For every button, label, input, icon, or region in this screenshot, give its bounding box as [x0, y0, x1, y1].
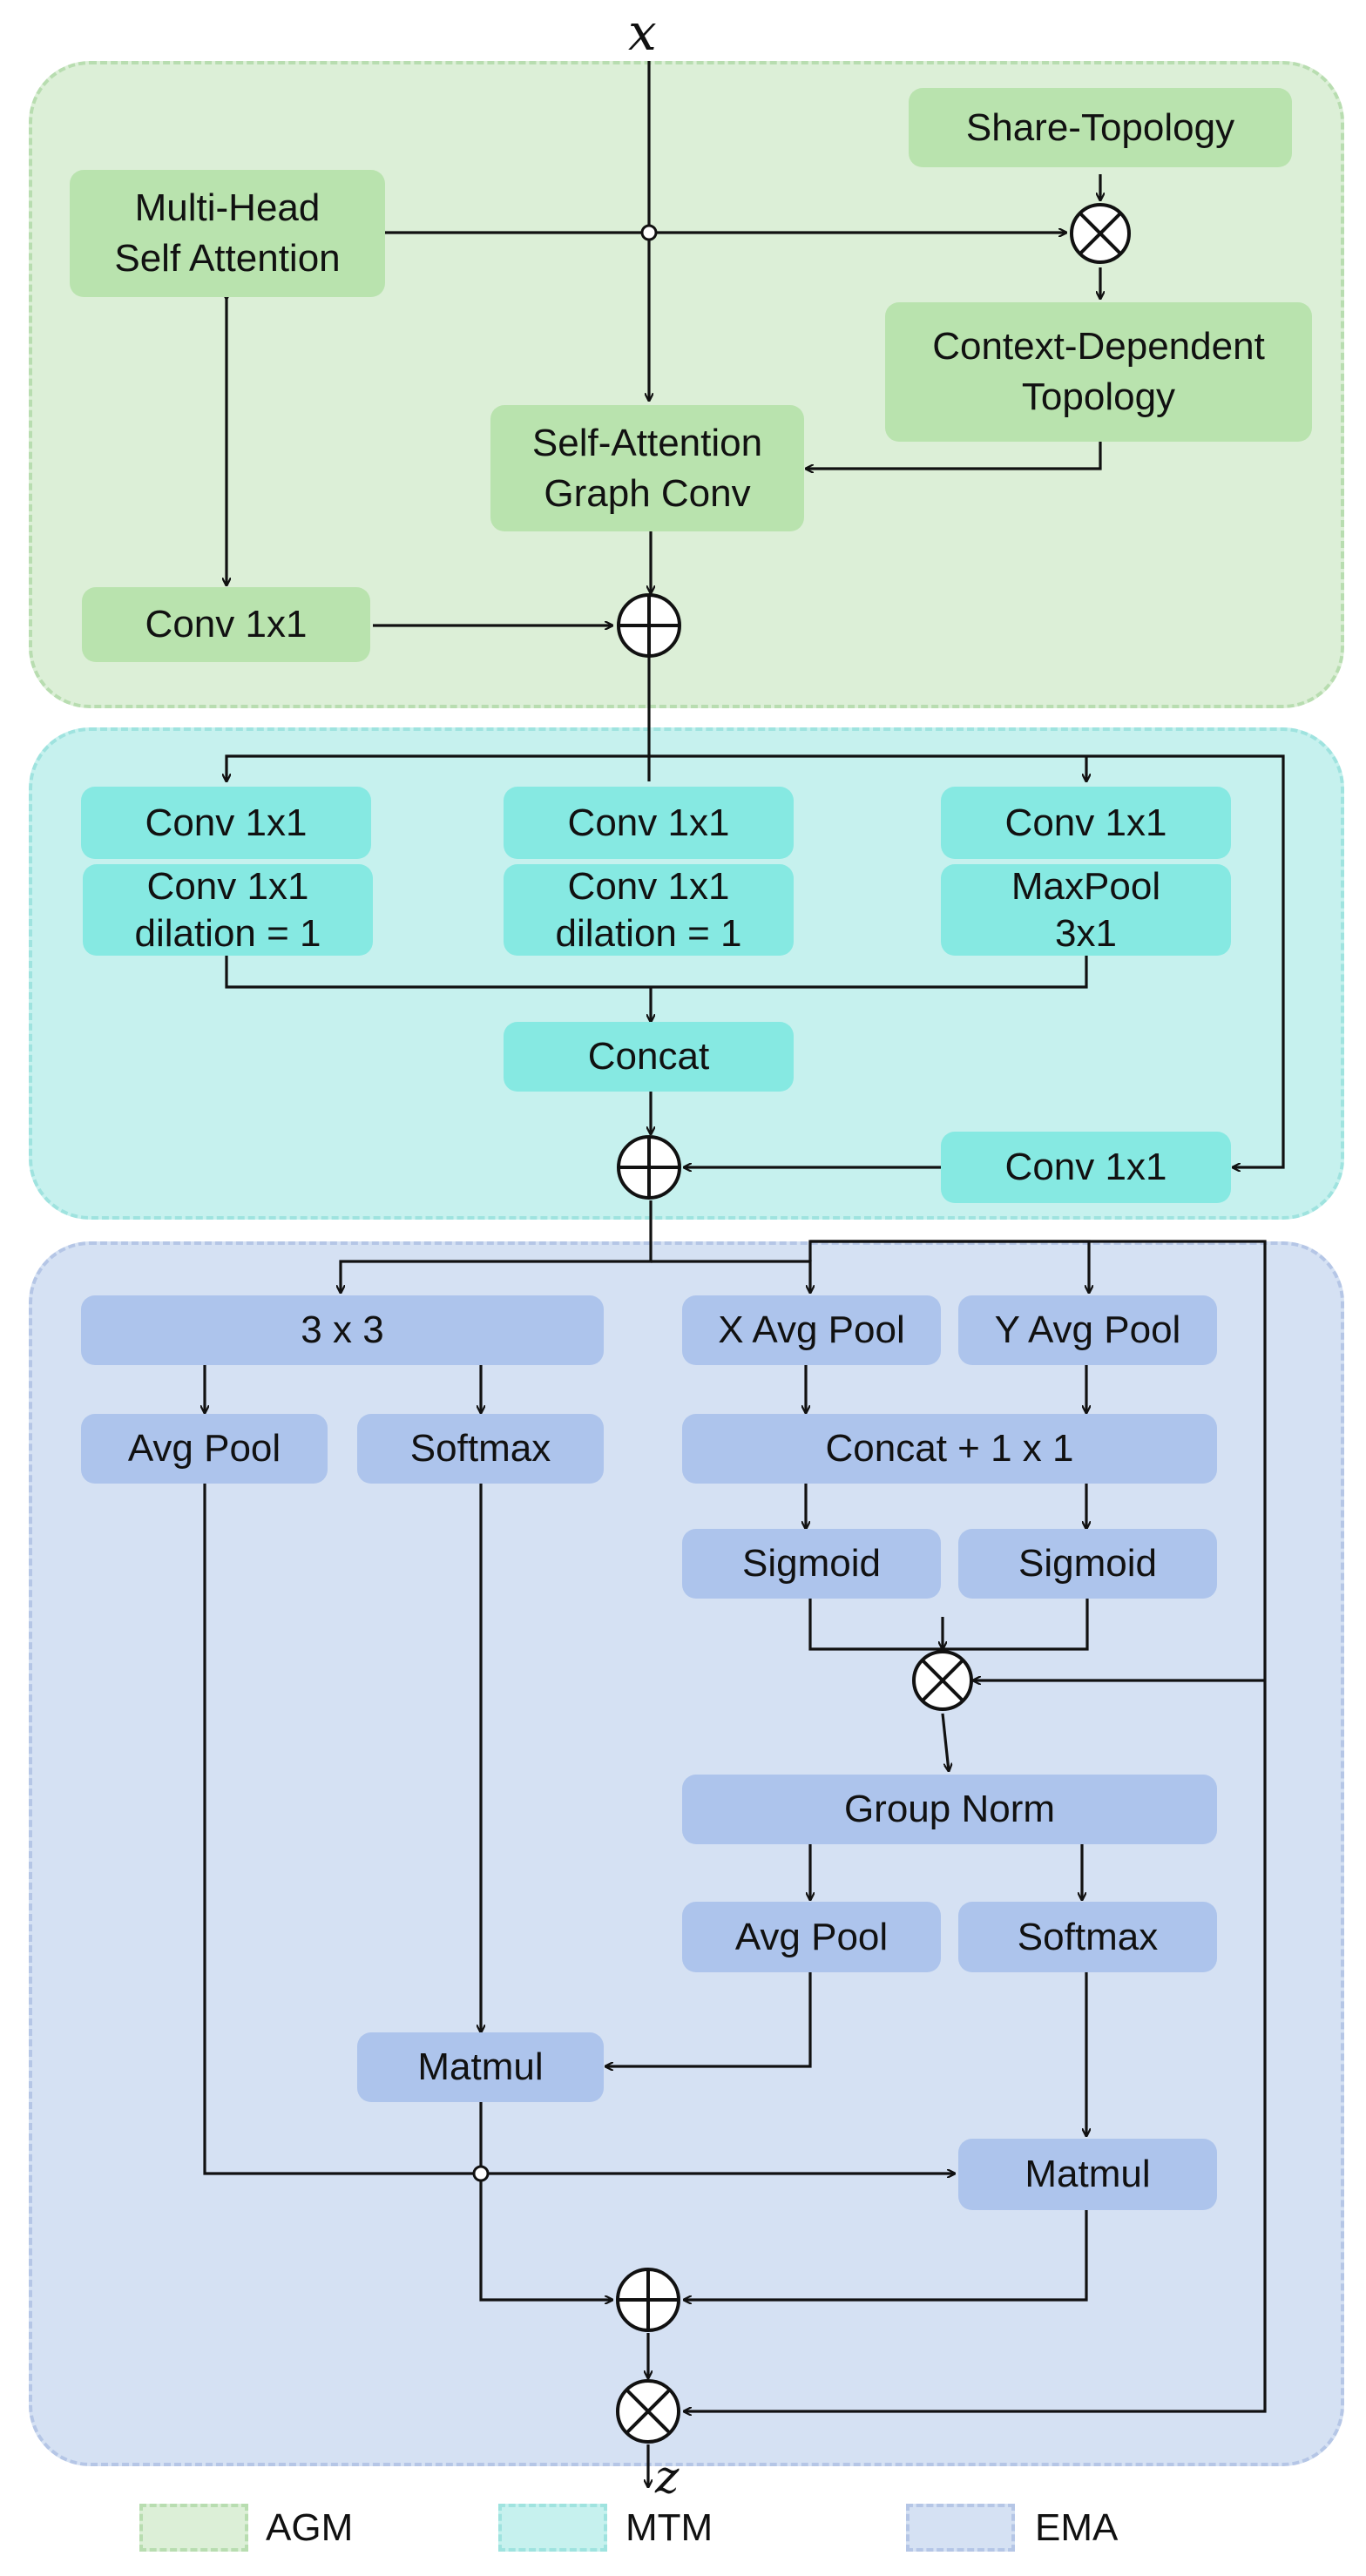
mtm-maxpool-line1: MaxPool [1011, 864, 1161, 908]
share-topology-box: Share-Topology [909, 88, 1292, 167]
legend-swatch-ema [906, 2504, 1015, 2552]
self-attention-graph-conv-box: Self-Attention Graph Conv [490, 405, 804, 531]
ema-conv3x3-box: 3 x 3 [81, 1295, 604, 1365]
ema-y-avg-pool-label: Y Avg Pool [994, 1308, 1181, 1351]
add-operator-agm [617, 593, 681, 658]
ema-avgpool-right-box: Avg Pool [682, 1902, 941, 1972]
ema-softmax-right-box: Softmax [958, 1902, 1217, 1972]
mtm-branch2-dilated-line1: Conv 1x1 [567, 864, 730, 908]
mtm-branch1-conv-box: Conv 1x1 [81, 787, 371, 859]
ema-matmul-right-box: Matmul [958, 2139, 1217, 2210]
input-x-label: x [628, 3, 657, 62]
multi-head-line1: Multi-Head [134, 186, 321, 229]
context-dependent-line1: Context-Dependent [932, 325, 1265, 368]
multi-head-line2: Self Attention [114, 237, 341, 280]
mtm-maxpool-line2: 3x1 [1055, 911, 1117, 955]
mtm-branch3-conv-box: Conv 1x1 [941, 787, 1231, 859]
ema-sigmoid-y-label: Sigmoid [1018, 1542, 1157, 1585]
context-dependent-line2: Topology [1021, 375, 1176, 418]
ema-softmax-left-box: Softmax [357, 1414, 604, 1484]
ema-avgpool-left-box: Avg Pool [81, 1414, 328, 1484]
ema-junction-dot [472, 2165, 490, 2182]
agm-junction-dot [640, 224, 658, 241]
mtm-branch2-conv-box: Conv 1x1 [504, 787, 794, 859]
mtm-branch1-conv-label: Conv 1x1 [145, 801, 308, 844]
ema-sigmoid-x-label: Sigmoid [742, 1542, 881, 1585]
legend-swatch-mtm [498, 2504, 607, 2552]
mtm-concat-box: Concat [504, 1022, 794, 1092]
mtm-branch2-dilated-conv-box: Conv 1x1 dilation = 1 [504, 864, 794, 956]
mtm-branch1-dilated-line1: Conv 1x1 [146, 864, 309, 908]
mtm-residual-conv-box: Conv 1x1 [941, 1132, 1231, 1203]
ema-matmul-left-box: Matmul [357, 2032, 604, 2102]
ema-matmul-left-label: Matmul [417, 2045, 544, 2088]
ema-avgpool-left-label: Avg Pool [127, 1427, 281, 1470]
legend-label-ema: EMA [1035, 2506, 1119, 2549]
output-z-label: z [655, 2451, 680, 2504]
ema-softmax-right-label: Softmax [1017, 1915, 1159, 1958]
legend-label-agm: AGM [266, 2506, 354, 2549]
context-dependent-topology-box: Context-Dependent Topology [885, 302, 1312, 442]
ema-avgpool-right-label: Avg Pool [734, 1915, 889, 1958]
sagc-line2: Graph Conv [544, 471, 751, 515]
mtm-branch3-conv-label: Conv 1x1 [1004, 801, 1167, 844]
share-topology-label: Share-Topology [965, 105, 1235, 149]
ema-conv3x3-label: 3 x 3 [301, 1308, 384, 1351]
ema-x-avg-pool-box: X Avg Pool [682, 1295, 941, 1365]
ema-concat-1x1-box: Concat + 1 x 1 [682, 1414, 1217, 1484]
ema-group-norm-label: Group Norm [843, 1788, 1056, 1830]
ema-x-avg-pool-label: X Avg Pool [718, 1308, 905, 1351]
mtm-branch2-conv-label: Conv 1x1 [567, 801, 730, 844]
mtm-branch2-dilated-line2: dilation = 1 [555, 911, 742, 955]
legend-swatch-agm [139, 2504, 248, 2552]
mtm-residual-conv-label: Conv 1x1 [1004, 1146, 1167, 1188]
legend-label-mtm: MTM [626, 2506, 713, 2549]
ema-matmul-right-label: Matmul [1024, 2153, 1151, 2195]
sagc-line1: Self-Attention [531, 421, 763, 464]
multiply-operator-ema-attention [912, 1650, 973, 1711]
ema-sigmoid-y-box: Sigmoid [958, 1529, 1217, 1599]
add-operator-ema [616, 2268, 680, 2332]
mtm-branch1-dilated-conv-box: Conv 1x1 dilation = 1 [83, 864, 373, 956]
agm-conv-label: Conv 1x1 [145, 603, 308, 646]
mtm-maxpool-box: MaxPool 3x1 [941, 864, 1231, 956]
ema-concat-1x1-label: Concat + 1 x 1 [825, 1427, 1074, 1470]
multi-head-self-attention-box: Multi-Head Self Attention [70, 170, 385, 297]
agm-conv-box: Conv 1x1 [82, 587, 370, 662]
ema-softmax-left-label: Softmax [409, 1427, 551, 1470]
ema-group-norm-box: Group Norm [682, 1775, 1217, 1844]
ema-sigmoid-x-box: Sigmoid [682, 1529, 941, 1599]
ema-y-avg-pool-box: Y Avg Pool [958, 1295, 1217, 1365]
add-operator-mtm [617, 1135, 681, 1200]
mtm-concat-label: Concat [587, 1035, 710, 1078]
mtm-branch1-dilated-line2: dilation = 1 [134, 911, 321, 955]
multiply-operator-agm [1070, 203, 1131, 264]
multiply-operator-ema-output [616, 2379, 680, 2444]
